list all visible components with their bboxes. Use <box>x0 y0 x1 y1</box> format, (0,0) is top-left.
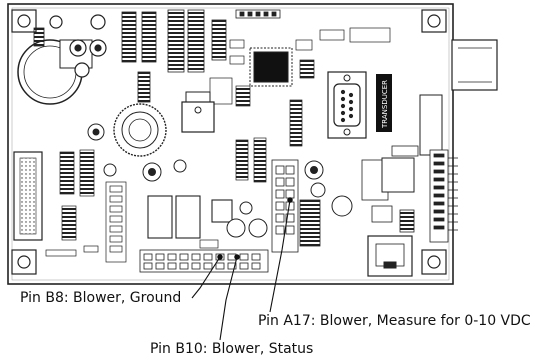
mounting-holes <box>11 9 447 275</box>
db9-connector <box>327 71 367 139</box>
voltage-regulator <box>181 91 215 133</box>
capacitors-top-left <box>49 14 107 78</box>
rj-jack <box>367 235 413 277</box>
caps-bottom-middle <box>226 201 268 238</box>
callout-lines <box>191 197 293 341</box>
dip-ics-top <box>33 9 227 103</box>
small-components-mid <box>209 27 391 107</box>
relays <box>147 195 233 239</box>
dip-ics-mid-left <box>59 149 95 241</box>
terminal-block-b <box>139 249 269 273</box>
svg-text:TRANSDUCER: TRANSDUCER <box>381 80 389 129</box>
microcontroller-chip <box>249 47 293 87</box>
vertical-label: TRANSDUCER <box>376 74 392 132</box>
callout-pin-b8: Pin B8: Blower, Ground <box>20 290 182 306</box>
dip-ics-center <box>235 99 303 183</box>
callout-pin-b10: Pin B10: Blower, Status <box>150 341 314 357</box>
cap-mid-left <box>87 123 105 141</box>
toroid-inductor <box>113 103 167 157</box>
right-connector-housing <box>419 39 498 156</box>
right-pin-header <box>429 149 458 243</box>
small-components-bottom-left <box>45 239 219 257</box>
top-header <box>235 9 281 19</box>
ribbon-header-left <box>13 151 43 241</box>
terminal-block-a <box>271 159 299 253</box>
resistor-array-left <box>105 181 127 263</box>
caps-mid <box>103 159 187 182</box>
right-region-components <box>299 145 419 247</box>
callout-pin-a17: Pin A17: Blower, Measure for 0-10 VDC <box>258 313 531 329</box>
